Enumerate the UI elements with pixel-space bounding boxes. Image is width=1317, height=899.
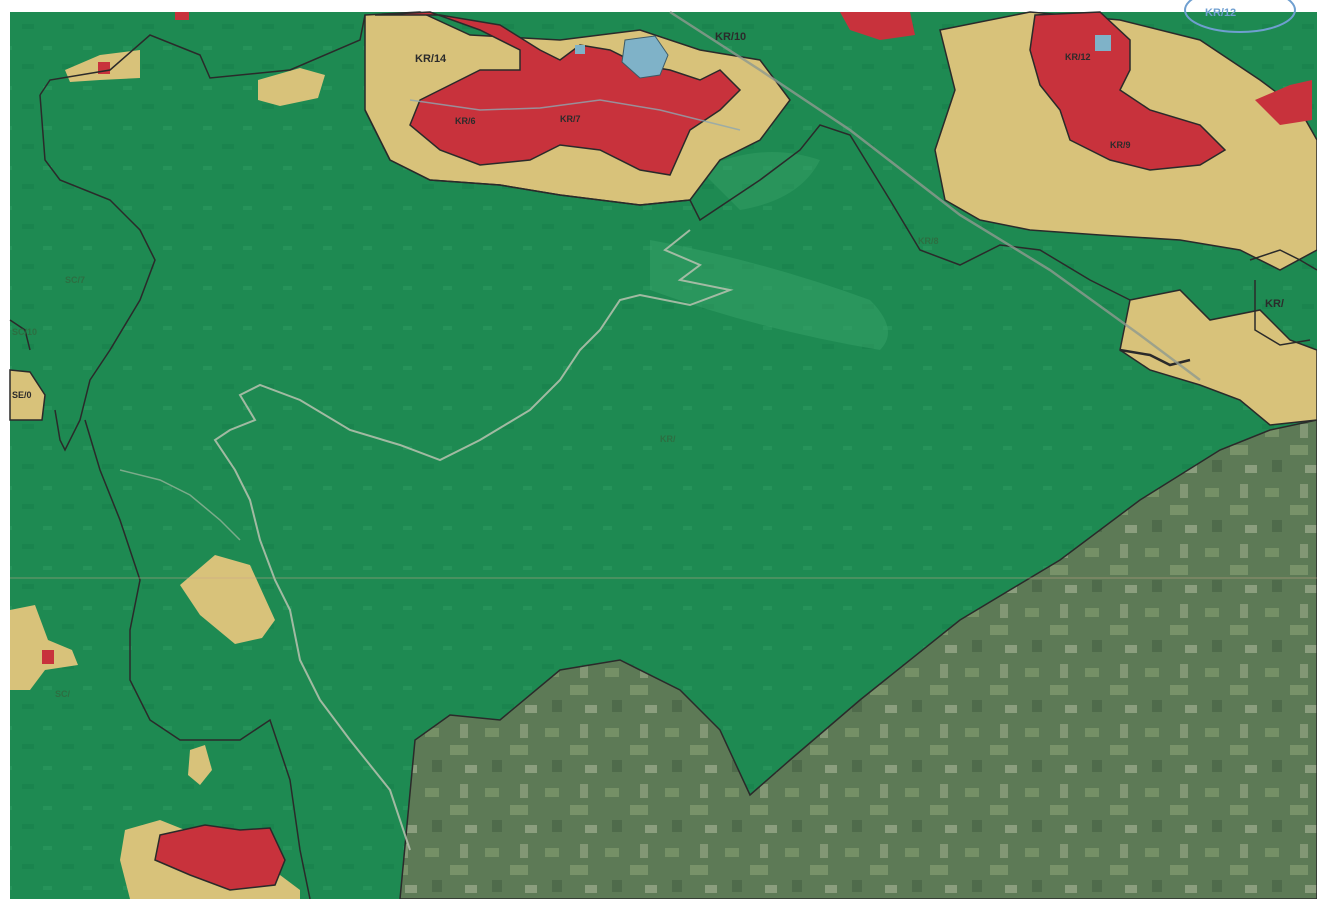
district-boundary bbox=[9, 319, 31, 351]
district-boundary bbox=[364, 109, 1131, 301]
settlement-zone bbox=[1029, 11, 1227, 171]
district-boundary bbox=[39, 14, 366, 96]
district-boundary bbox=[1119, 348, 1191, 367]
stamp-text: KR/12 bbox=[1205, 7, 1236, 19]
zone-label-se: SE/0 bbox=[12, 390, 32, 400]
district-boundary bbox=[84, 419, 311, 899]
district-boundary bbox=[39, 94, 156, 452]
forest-clearing bbox=[650, 240, 888, 350]
settlement-zone bbox=[175, 12, 189, 20]
zone-label-kr10: KR/10 bbox=[715, 31, 746, 43]
highway bbox=[669, 10, 1201, 381]
road bbox=[119, 469, 241, 541]
settlement-zone bbox=[154, 824, 286, 891]
zone-label-kr9: KR/9 bbox=[1110, 140, 1131, 150]
zone-label-kr8: KR/8 bbox=[918, 236, 939, 246]
pond bbox=[1095, 35, 1111, 51]
forest-clearing bbox=[700, 152, 820, 210]
zone-label-kr-right: KR/ bbox=[1265, 298, 1284, 310]
district-boundary bbox=[1249, 249, 1317, 271]
satellite-area bbox=[399, 419, 1317, 899]
district-boundary bbox=[1254, 280, 1311, 346]
zone-label-sc-left: SC/ bbox=[55, 689, 71, 699]
settlement-zone bbox=[840, 12, 915, 40]
zone-label-kr14: KR/14 bbox=[415, 53, 447, 65]
stamp: KR/12 bbox=[1184, 0, 1296, 33]
zone-label-kr7: KR/7 bbox=[560, 114, 581, 124]
lake bbox=[621, 35, 669, 79]
road bbox=[213, 229, 734, 851]
agriculture-zone bbox=[180, 555, 275, 644]
zone-label-kr12: KR/12 bbox=[1065, 52, 1091, 62]
zone-label-sc10: SC/10 bbox=[12, 327, 37, 337]
agriculture-zone bbox=[188, 745, 212, 785]
zone-label-sc7: SC/7 bbox=[65, 275, 85, 285]
pond bbox=[575, 45, 585, 54]
agriculture-zone bbox=[258, 68, 325, 106]
zone-label-kr-center: KR/ bbox=[660, 434, 676, 444]
agriculture-zone bbox=[1119, 289, 1317, 426]
agriculture-zone bbox=[10, 605, 78, 690]
settlement-zone bbox=[42, 650, 54, 664]
agriculture-zone bbox=[9, 369, 46, 421]
stream bbox=[409, 99, 741, 131]
zone-label-kr6: KR/6 bbox=[455, 116, 476, 126]
settlement-zone bbox=[1255, 80, 1312, 125]
